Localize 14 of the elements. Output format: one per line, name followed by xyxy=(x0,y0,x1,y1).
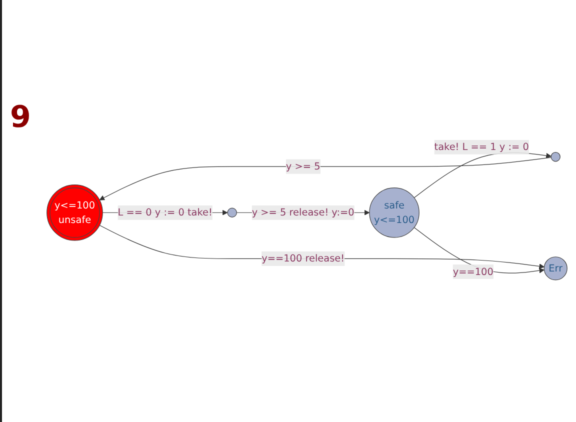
arrow xyxy=(99,157,552,200)
callout-number: 9 xyxy=(10,100,31,135)
node-circle xyxy=(227,208,237,218)
edge-label: y >= 5 release! y:=0 xyxy=(252,206,354,218)
edge-label: L == 0 y := 0 take! xyxy=(118,206,212,218)
node-circle: safe y<=100 xyxy=(369,188,420,238)
edge-label: take! L == 1 y := 0 xyxy=(434,141,529,153)
node-circle xyxy=(550,152,560,162)
node-circle: y<=100 unsafe xyxy=(46,184,103,241)
edge-label: y >= 5 xyxy=(286,160,320,172)
arrow xyxy=(99,225,544,270)
edge-label: y==100 xyxy=(452,266,494,278)
edge-label: y==100 release! xyxy=(262,252,345,264)
node-circle: Err xyxy=(544,256,568,280)
